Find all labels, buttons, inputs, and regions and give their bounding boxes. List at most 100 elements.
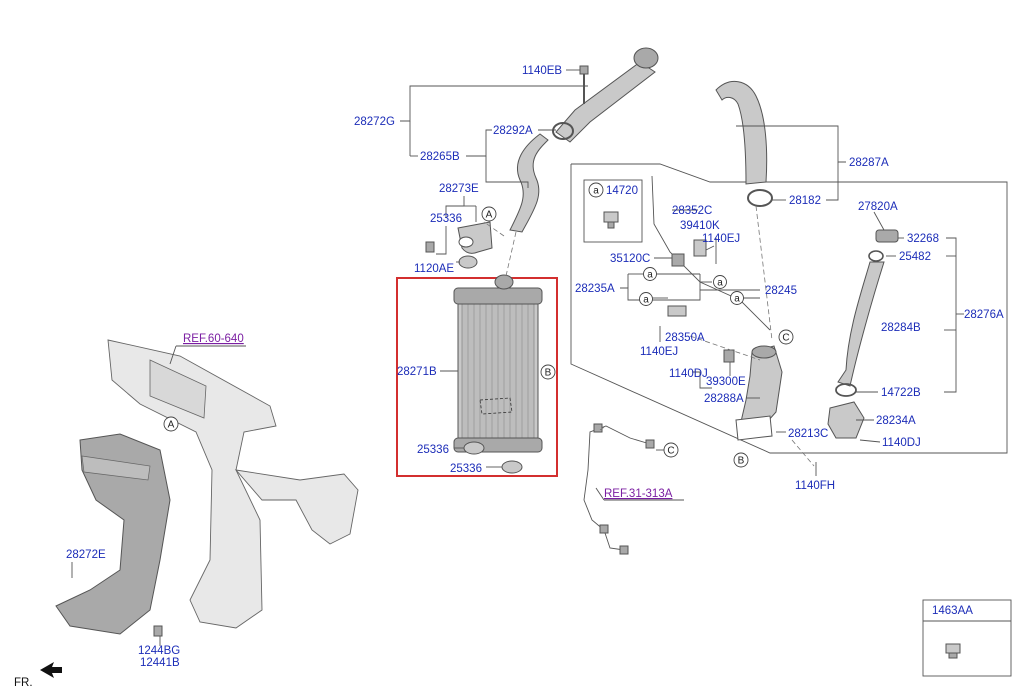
label-14720[interactable]: 14720 [606, 185, 638, 197]
throttle-body-28288A [739, 345, 783, 431]
label-39300E[interactable]: 39300E [706, 376, 746, 388]
label-25336-lower-1[interactable]: 25336 [417, 444, 449, 456]
grommet-25336-upper [458, 255, 478, 269]
valve-39410K [693, 239, 707, 257]
leader-lines [71, 69, 964, 646]
grommet-25336-lower-1 [463, 441, 485, 455]
sensor-39300E [723, 349, 735, 363]
svg-text:a: a [717, 278, 723, 289]
label-28245[interactable]: 28245 [765, 285, 797, 297]
marker-a-3: a [639, 292, 653, 306]
label-28292A[interactable]: 28292A [493, 125, 533, 137]
label-1140DJ-right[interactable]: 1140DJ [882, 437, 921, 449]
ref-60-640-link[interactable]: REF.60-640 [183, 333, 244, 345]
svg-text:a: a [647, 270, 653, 281]
label-1120AE[interactable]: 1120AE [414, 263, 454, 275]
svg-text:C: C [782, 333, 789, 344]
label-28272G[interactable]: 28272G [354, 116, 395, 128]
label-25336-lower-2[interactable]: 25336 [450, 463, 482, 475]
svg-text:A: A [486, 210, 493, 221]
label-12441B[interactable]: 12441B [140, 657, 180, 669]
marker-a-1: a [643, 267, 657, 281]
label-27820A[interactable]: 27820A [858, 201, 898, 213]
label-1140DJ-left[interactable]: 1140DJ [669, 368, 708, 380]
hose-28287A [715, 81, 768, 185]
marker-C-detail: C [778, 329, 794, 345]
marker-a-2: a [713, 275, 727, 289]
label-28352C[interactable]: 28352C [672, 205, 712, 217]
intercooler-core-28271B [453, 274, 543, 453]
ref-31-313A-link[interactable]: REF.31-313A [604, 488, 673, 500]
label-1140EB[interactable]: 1140EB [522, 65, 562, 77]
grommet-1463AA-icon [945, 643, 961, 659]
marker-B-detail: B [733, 452, 749, 468]
marker-a-4: a [730, 291, 744, 305]
label-1140EJ-lower[interactable]: 1140EJ [640, 346, 678, 358]
svg-text:a: a [734, 294, 740, 305]
clamp-14722B [835, 383, 857, 397]
marker-C-harness: C [663, 442, 679, 458]
svg-text:B: B [545, 368, 552, 379]
label-28235A[interactable]: 28235A [575, 283, 615, 295]
svg-text:a: a [643, 295, 649, 306]
bracket-28350A [667, 305, 687, 317]
bolt-1120AE-icon [425, 241, 435, 253]
inset-box-1463AA [922, 599, 1012, 677]
air-guide-28272E [55, 433, 171, 635]
label-32268[interactable]: 32268 [907, 233, 939, 245]
fr-direction-label: FR. [14, 677, 33, 689]
bolt-1140EB-icon [579, 65, 589, 104]
label-28182[interactable]: 28182 [789, 195, 821, 207]
marker-A-lower: A [163, 416, 179, 432]
label-28272E[interactable]: 28272E [66, 549, 106, 561]
label-28287A[interactable]: 28287A [849, 157, 889, 169]
hose-28265B [509, 133, 549, 233]
svg-text:a: a [593, 186, 599, 197]
label-28350A[interactable]: 28350A [665, 332, 705, 344]
label-28213C[interactable]: 28213C [788, 428, 828, 440]
svg-text:B: B [738, 456, 745, 467]
label-1140FH[interactable]: 1140FH [795, 480, 835, 492]
detail-frame-outline [570, 163, 1008, 454]
svg-text:A: A [168, 420, 175, 431]
intake-pipe-28272G [555, 47, 659, 143]
svg-text:C: C [667, 446, 674, 457]
marker-A-upper: A [481, 206, 497, 222]
housing-28234A [827, 401, 865, 439]
harness-31-313A [583, 423, 655, 555]
fr-arrow-icon [40, 662, 62, 678]
label-28271B[interactable]: 28271B [397, 366, 437, 378]
label-25482[interactable]: 25482 [899, 251, 931, 263]
bolt-1244BG-icon [153, 625, 163, 637]
hose-28284B [837, 261, 885, 387]
marker-a-inset: a [588, 182, 604, 198]
label-1463AA[interactable]: 1463AA [932, 605, 973, 617]
label-39410K[interactable]: 39410K [680, 220, 720, 232]
label-28284B[interactable]: 28284B [881, 322, 921, 334]
label-28234A[interactable]: 28234A [876, 415, 916, 427]
sensor-35120C [671, 253, 685, 267]
grommet-25336-lower-2 [501, 460, 523, 474]
label-28288A[interactable]: 28288A [704, 393, 744, 405]
label-28265B[interactable]: 28265B [420, 151, 460, 163]
marker-B-intercooler: B [540, 364, 556, 380]
bracket-28273E [457, 221, 493, 254]
gasket-28213C [735, 415, 773, 441]
connector-27820A [875, 229, 899, 243]
highlight-box-intercooler [396, 277, 558, 477]
label-28273E[interactable]: 28273E [439, 183, 479, 195]
clamp-25482 [868, 250, 884, 262]
bolt-14720-icon [603, 211, 619, 229]
label-25336-upper[interactable]: 25336 [430, 213, 462, 225]
clamp-28292A [552, 122, 574, 140]
label-14722B[interactable]: 14722B [881, 387, 921, 399]
tube-28352C [651, 175, 771, 331]
label-28276A[interactable]: 28276A [964, 309, 1004, 321]
label-35120C[interactable]: 35120C [610, 253, 650, 265]
label-1244BG[interactable]: 1244BG [138, 645, 180, 657]
label-1140EJ-upper[interactable]: 1140EJ [702, 233, 740, 245]
front-end-module-60-640 [107, 339, 359, 629]
clamp-28182 [747, 189, 773, 207]
